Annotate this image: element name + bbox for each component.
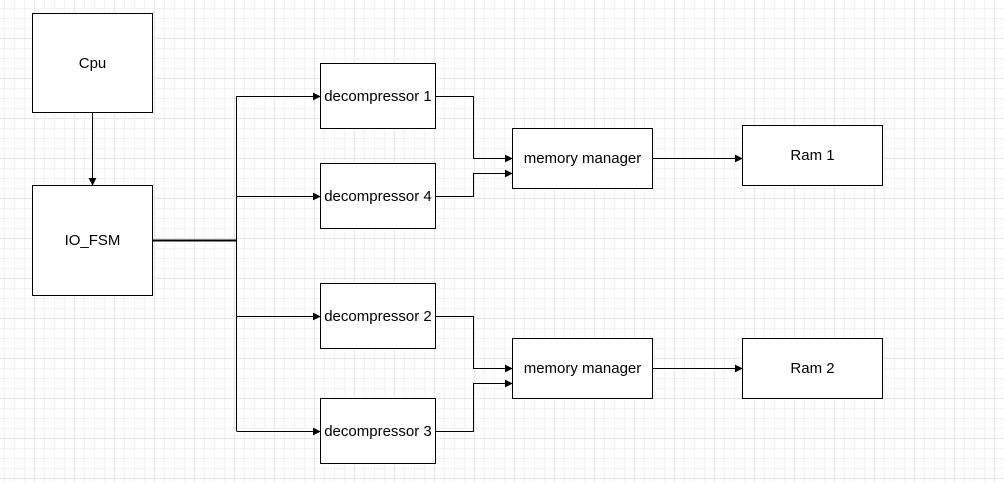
memory-manager-2-block: memory manager [512, 338, 653, 399]
decompressor-4-label: decompressor 4 [324, 187, 432, 205]
edge-decompressor-2-to-memory-manager-2 [435, 316, 513, 373]
decompressor-4-block: decompressor 4 [320, 163, 436, 229]
edge-decompressor-3-to-memory-manager-2 [435, 379, 513, 432]
decompressor-1-block: decompressor 1 [320, 63, 436, 129]
io-fsm-block: IO_FSM [32, 185, 153, 296]
edge-decompressor-4-to-memory-manager-1 [435, 169, 513, 197]
io-fsm-label: IO_FSM [64, 232, 121, 249]
decompressor-3-block: decompressor 3 [320, 398, 436, 464]
cpu-block: Cpu [32, 13, 153, 113]
decompressor-2-label: decompressor 2 [324, 307, 432, 325]
decompressor-1-label: decompressor 1 [324, 87, 432, 105]
edge-decompressor-1-to-memory-manager-1 [435, 96, 513, 163]
ram-1-block: Ram 1 [742, 125, 883, 186]
memory-manager-1-label: memory manager [523, 150, 642, 167]
memory-manager-2-label: memory manager [523, 360, 642, 377]
cpu-label: Cpu [78, 54, 107, 72]
decompressor-3-label: decompressor 3 [324, 422, 432, 440]
ram-2-block: Ram 2 [742, 338, 883, 399]
memory-manager-1-block: memory manager [512, 128, 653, 189]
ram-2-label: Ram 2 [790, 360, 835, 377]
ram-1-label: Ram 1 [790, 147, 835, 164]
decompressor-2-block: decompressor 2 [320, 283, 436, 349]
